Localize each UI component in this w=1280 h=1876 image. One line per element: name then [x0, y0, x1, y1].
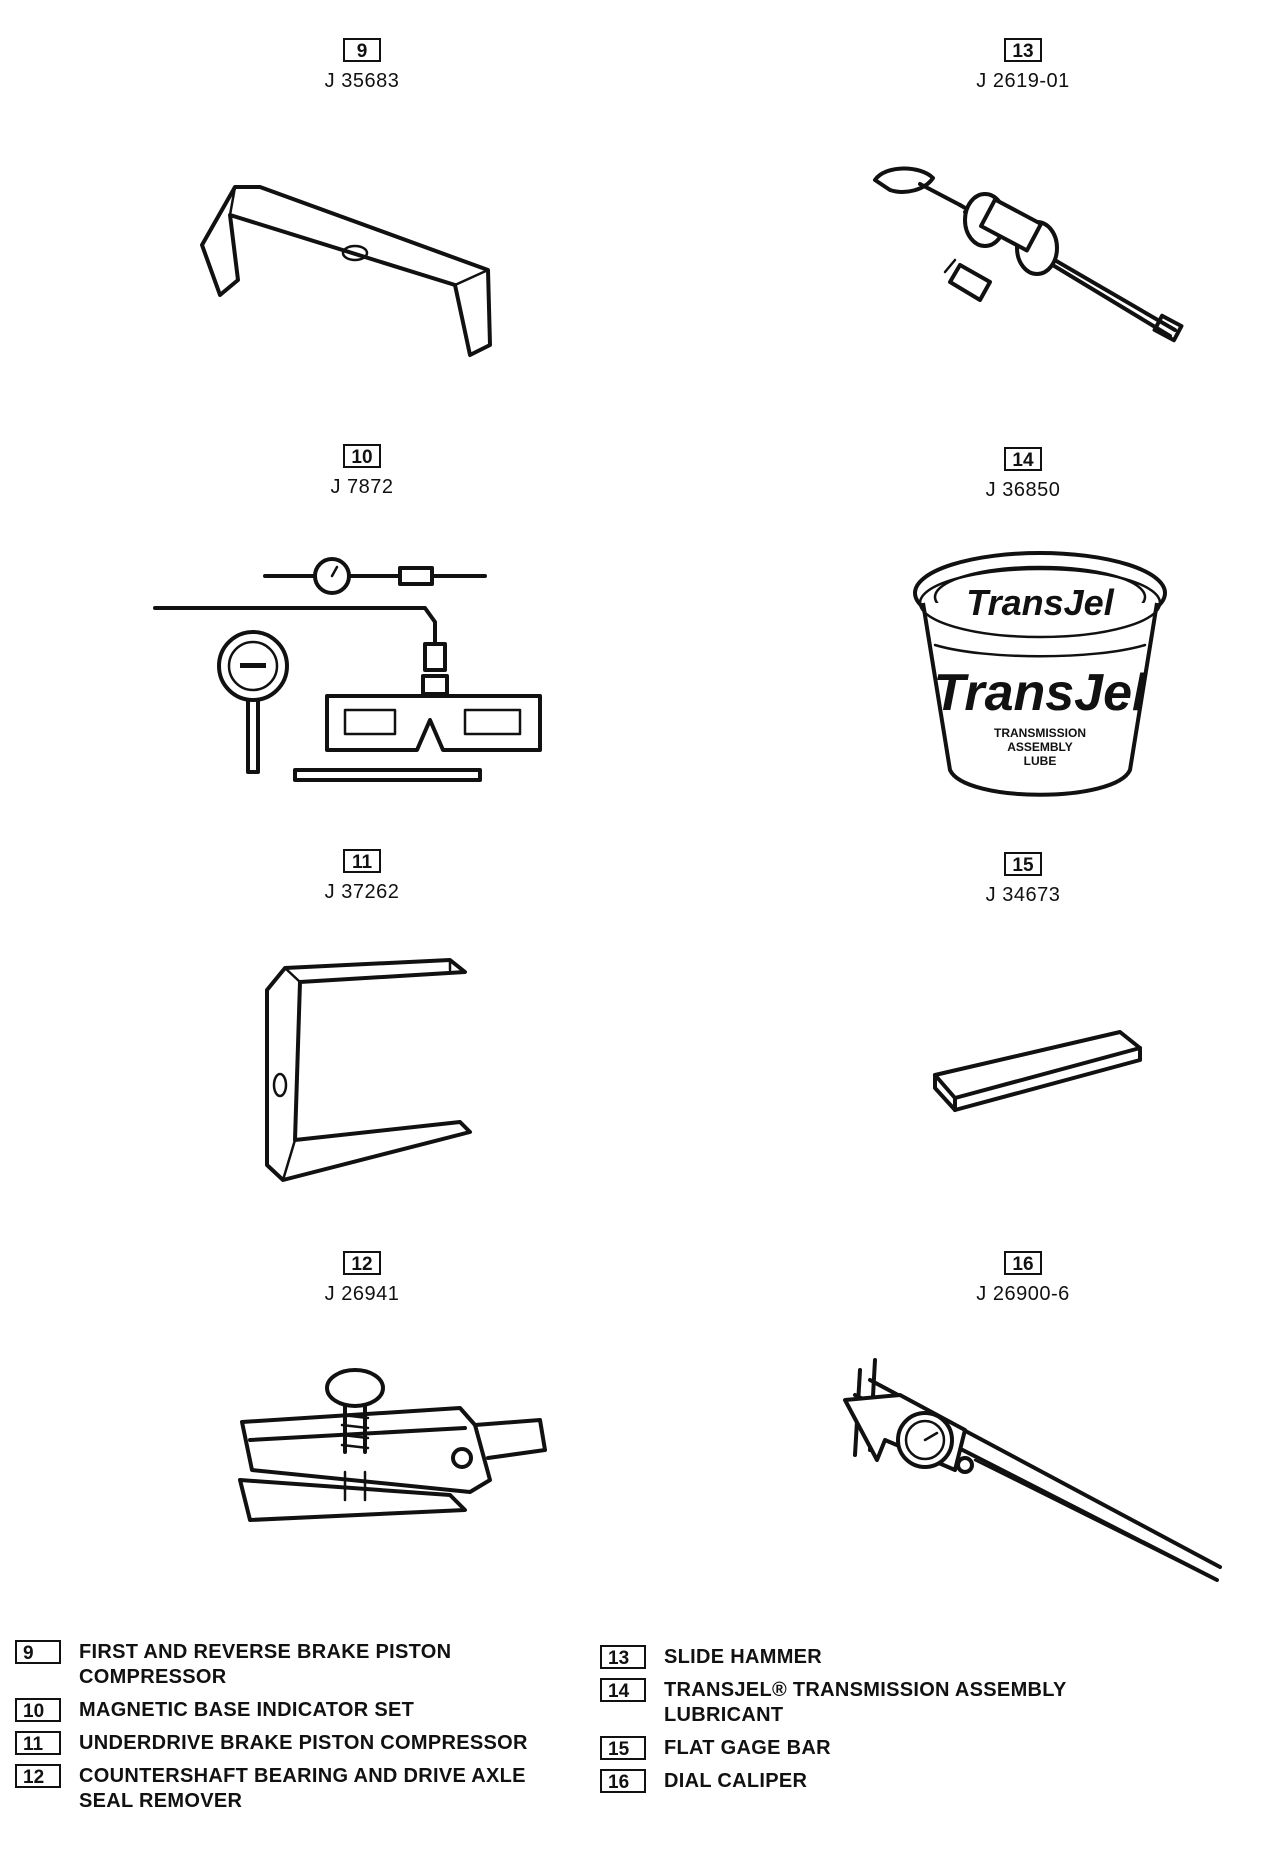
tool-header-14: 14 J 36850 — [823, 447, 1223, 502]
tool-header-9: 9 J 35683 — [162, 38, 562, 93]
legend-row-12: 12 COUNTERSHAFT BEARING AND DRIVE AXLE S… — [15, 1764, 575, 1814]
jar-label-line2: ASSEMBLY — [1007, 740, 1073, 754]
jar-brand-inner: TransJel — [966, 582, 1114, 623]
legend-row-9: 9 FIRST AND REVERSE BRAKE PISTON COMPRES… — [15, 1640, 575, 1690]
legend-number-box: 16 — [600, 1769, 646, 1793]
legend-left: 9 FIRST AND REVERSE BRAKE PISTON COMPRES… — [15, 1640, 575, 1822]
legend-description: UNDERDRIVE BRAKE PISTON COMPRESSOR — [79, 1732, 528, 1754]
legend-row-15: 15 FLAT GAGE BAR — [600, 1736, 1120, 1761]
tool-part-number: J 26941 — [324, 1283, 400, 1305]
tool-header-15: 15 J 34673 — [823, 852, 1223, 907]
transjel-jar-illustration: TransJel TransJel TRANSMISSION ASSEMBLY … — [913, 551, 1167, 797]
legend-description: MAGNETIC BASE INDICATOR SET — [79, 1699, 415, 1721]
tool-part-number: J 2619-01 — [976, 70, 1070, 92]
legend-row-11: 11 UNDERDRIVE BRAKE PISTON COMPRESSOR — [15, 1731, 575, 1756]
legend-right: 13 SLIDE HAMMER 14 TRANSJEL® TRANSMISSIO… — [600, 1645, 1120, 1802]
tool-number-box: 9 — [343, 38, 381, 62]
legend-description: COUNTERSHAFT BEARING AND DRIVE AXLE SEAL… — [79, 1765, 526, 1812]
legend-row-14: 14 TRANSJEL® TRANSMISSION ASSEMBLY LUBRI… — [600, 1678, 1120, 1728]
tool-number-box: 15 — [1004, 852, 1042, 876]
jar-label-line3: LUBE — [1024, 754, 1057, 768]
underdrive-compressor-illustration — [265, 958, 472, 1182]
jar-brand: TransJel — [934, 664, 1149, 722]
tool-header-12: 12 J 26941 — [162, 1251, 562, 1306]
seal-remover-illustration — [238, 1368, 547, 1522]
brake-piston-compressor-illustration — [200, 185, 492, 357]
legend-number-box: 11 — [15, 1731, 61, 1755]
legend-description: SLIDE HAMMER — [664, 1646, 823, 1668]
tool-number-box: 11 — [343, 849, 381, 873]
legend-number-box: 12 — [15, 1764, 61, 1788]
legend-number-box: 15 — [600, 1736, 646, 1760]
tool-number-box: 10 — [343, 444, 381, 468]
tool-header-10: 10 J 7872 — [162, 444, 562, 499]
legend-number-box: 10 — [15, 1698, 61, 1722]
legend-row-13: 13 SLIDE HAMMER — [600, 1645, 1120, 1670]
legend-description: FIRST AND REVERSE BRAKE PISTON COMPRESSO… — [79, 1641, 452, 1688]
magnetic-base-indicator-illustration — [153, 557, 542, 782]
tool-part-number: J 36850 — [985, 479, 1061, 501]
legend-number-box: 14 — [600, 1678, 646, 1702]
legend-number-box: 9 — [15, 1640, 61, 1664]
tool-header-11: 11 J 37262 — [162, 849, 562, 904]
tool-part-number: J 37262 — [324, 881, 400, 903]
jar-label-line1: TRANSMISSION — [994, 726, 1086, 740]
tool-number-box: 14 — [1004, 447, 1042, 471]
tool-header-13: 13 J 2619-01 — [823, 38, 1223, 93]
tool-number-box: 13 — [1004, 38, 1042, 62]
tool-part-number: J 35683 — [324, 70, 400, 92]
legend-description: DIAL CALIPER — [664, 1770, 808, 1792]
legend-number-box: 13 — [600, 1645, 646, 1669]
flat-gage-bar-illustration — [933, 1030, 1142, 1112]
tool-part-number: J 26900-6 — [976, 1283, 1070, 1305]
tool-part-number: J 34673 — [985, 884, 1061, 906]
legend-description: TRANSJEL® TRANSMISSION ASSEMBLY LUBRICAN… — [664, 1679, 1067, 1726]
tool-number-box: 12 — [343, 1251, 381, 1275]
legend-description: FLAT GAGE BAR — [664, 1737, 831, 1759]
tool-header-16: 16 J 26900-6 — [823, 1251, 1223, 1306]
legend-row-16: 16 DIAL CALIPER — [600, 1769, 1120, 1794]
dial-caliper-illustration — [843, 1358, 1222, 1582]
legend-row-10: 10 MAGNETIC BASE INDICATOR SET — [15, 1698, 575, 1723]
slide-hammer-illustration — [873, 166, 1184, 343]
tool-part-number: J 7872 — [330, 476, 394, 498]
tool-number-box: 16 — [1004, 1251, 1042, 1275]
